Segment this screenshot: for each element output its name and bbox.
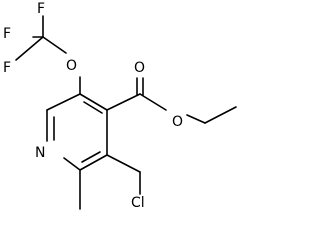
atom-o-ether: O: [66, 58, 77, 74]
bond-o-ethyl-ch2: [186, 114, 206, 124]
molecule-drawing: F F F O O O N Cl: [3, 1, 237, 211]
bond-c3-ch2: [106, 154, 141, 173]
atom-f-mid: F: [3, 60, 11, 76]
bond-ring-c2-n: [63, 157, 81, 171]
bond-cf3-f-left: [15, 36, 44, 61]
bond-ethyl-ch2-ch3: [204, 106, 237, 124]
bond-ring-c6-c5: [46, 93, 81, 111]
atom-f-top: F: [37, 1, 45, 17]
atom-f-left: F: [3, 26, 11, 42]
bond-c4-carbonyl-c: [106, 93, 141, 111]
bond-carbonyl-o-ester: [139, 93, 167, 111]
bond-ring-c3-c2: [79, 154, 108, 171]
structure-canvas: F F F O O O N Cl: [3, 1, 237, 211]
atom-o-carbonyl: O: [134, 60, 145, 76]
bond-ring-c3-c2-inner: [81, 151, 101, 163]
atom-o-ester: O: [172, 114, 183, 130]
bond-ring-c4-c4-inner: [83, 101, 103, 114]
bond-cf3-o: [42, 36, 67, 54]
atom-cl: Cl: [131, 195, 145, 211]
atom-n: N: [35, 145, 45, 161]
bond-ring-c5-c4: [79, 93, 108, 111]
